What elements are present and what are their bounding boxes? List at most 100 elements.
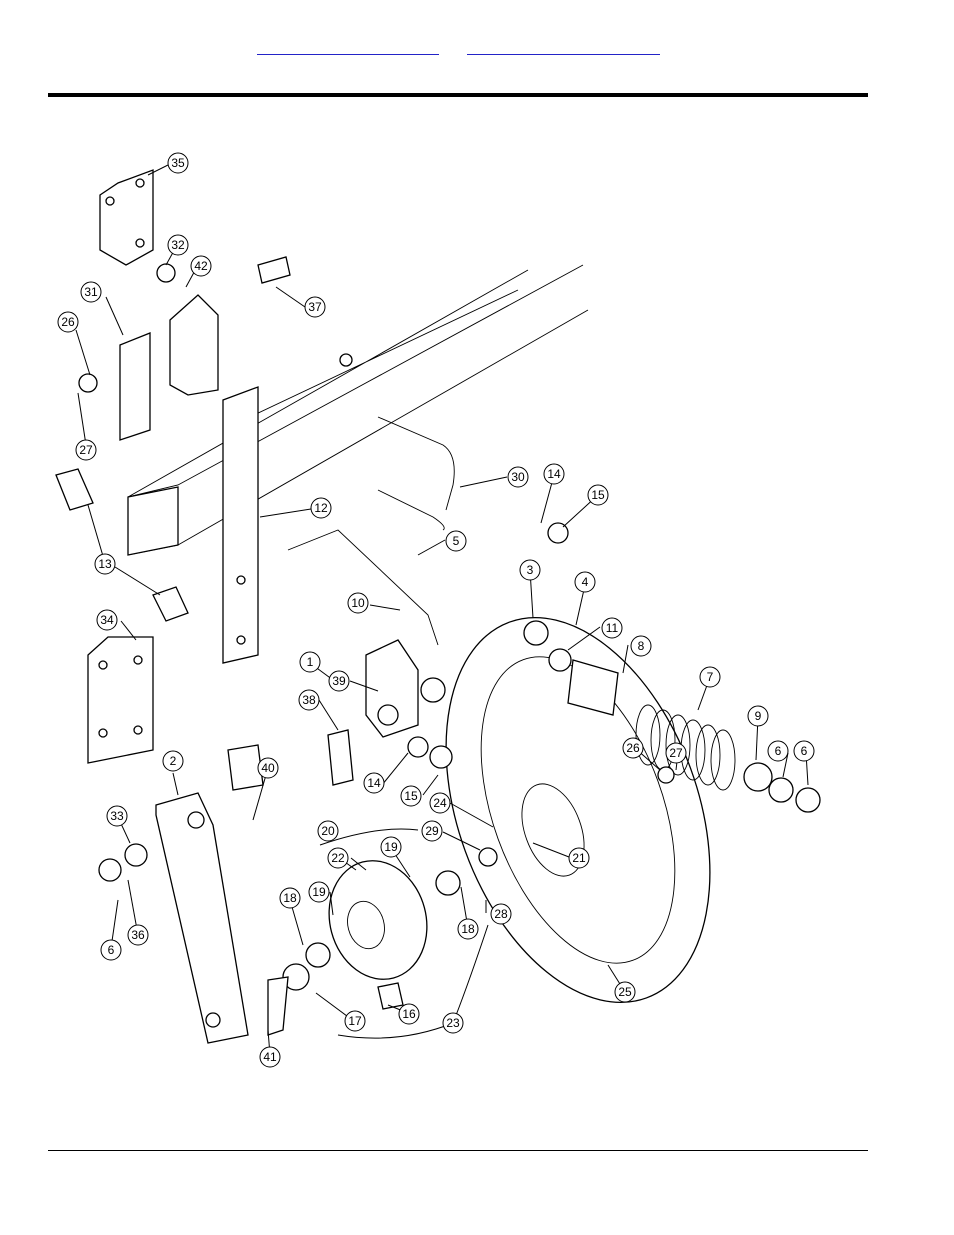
callout: 8 (630, 635, 652, 657)
svg-text:14: 14 (547, 467, 561, 481)
svg-text:14: 14 (367, 776, 381, 790)
callout: 6 (767, 740, 789, 762)
svg-text:6: 6 (775, 744, 782, 758)
callout: 2 (162, 750, 184, 772)
svg-text:10: 10 (351, 596, 365, 610)
callout: 4 (574, 571, 596, 593)
footer-rule (48, 1150, 868, 1151)
svg-text:11: 11 (606, 621, 619, 635)
callout: 30 (507, 466, 529, 488)
callout: 7 (699, 666, 721, 688)
svg-text:42: 42 (194, 259, 208, 273)
svg-text:20: 20 (321, 824, 335, 838)
svg-text:34: 34 (100, 613, 114, 627)
svg-text:13: 13 (98, 557, 112, 571)
callout: 42 (190, 255, 212, 277)
callout: 21 (568, 847, 590, 869)
parts-diagram: 35 32 42 37 31 26 27 30 14 15 12 13 5 10… (55, 152, 821, 1068)
svg-text:30: 30 (511, 470, 525, 484)
callout: 40 (257, 757, 279, 779)
callout: 18 (457, 918, 479, 940)
svg-text:23: 23 (446, 1016, 460, 1030)
svg-text:31: 31 (84, 285, 98, 299)
header-rule (48, 93, 868, 97)
svg-text:41: 41 (263, 1050, 277, 1064)
svg-text:7: 7 (707, 670, 714, 684)
callout: 14 (543, 463, 565, 485)
callout: 27 (75, 439, 97, 461)
callout: 24 (429, 792, 451, 814)
svg-text:27: 27 (79, 443, 93, 457)
svg-text:26: 26 (626, 741, 640, 755)
svg-text:28: 28 (494, 907, 508, 921)
svg-text:24: 24 (433, 796, 447, 810)
svg-text:21: 21 (572, 851, 586, 865)
callout: 38 (298, 689, 320, 711)
callout: 23 (442, 1012, 464, 1034)
callout: 26 (57, 311, 79, 333)
svg-text:3: 3 (527, 563, 534, 577)
svg-text:6: 6 (108, 943, 115, 957)
callout: 13 (94, 553, 116, 575)
callout: 5 (445, 530, 467, 552)
svg-text:40: 40 (261, 761, 275, 775)
callout: 19 (380, 836, 402, 858)
callouts: 35 32 42 37 31 26 27 30 14 15 12 13 5 10… (57, 152, 815, 1068)
svg-text:27: 27 (669, 746, 683, 760)
svg-text:2: 2 (170, 754, 177, 768)
callout: 1 (299, 651, 321, 673)
svg-text:37: 37 (308, 300, 322, 314)
svg-text:18: 18 (461, 922, 475, 936)
callout: 34 (96, 609, 118, 631)
svg-text:38: 38 (302, 693, 316, 707)
callout: 32 (167, 234, 189, 256)
svg-text:5: 5 (453, 534, 460, 548)
callout: 29 (421, 820, 443, 842)
callout: 11 (601, 617, 623, 639)
svg-text:9: 9 (755, 709, 762, 723)
svg-text:39: 39 (332, 674, 346, 688)
svg-text:19: 19 (312, 885, 326, 899)
svg-text:25: 25 (618, 985, 632, 999)
callout: 18 (279, 887, 301, 909)
callout: 33 (106, 805, 128, 827)
callout: 27 (665, 742, 687, 764)
callout: 10 (347, 592, 369, 614)
callout: 15 (587, 484, 609, 506)
callout: 16 (398, 1003, 420, 1025)
svg-text:18: 18 (283, 891, 297, 905)
callout: 31 (80, 281, 102, 303)
callout: 9 (747, 705, 769, 727)
svg-text:17: 17 (348, 1014, 362, 1028)
svg-text:4: 4 (582, 575, 589, 589)
nav-link-right[interactable] (467, 40, 660, 55)
svg-text:19: 19 (384, 840, 398, 854)
svg-text:16: 16 (402, 1007, 416, 1021)
callout: 25 (614, 981, 636, 1003)
callout: 3 (519, 559, 541, 581)
callout: 36 (127, 924, 149, 946)
callout: 12 (310, 497, 332, 519)
svg-text:32: 32 (171, 238, 185, 252)
callout: 37 (304, 296, 326, 318)
svg-text:1: 1 (307, 655, 314, 669)
callout: 22 (327, 847, 349, 869)
callout: 6 (100, 939, 122, 961)
svg-text:22: 22 (331, 851, 345, 865)
callout: 26 (622, 737, 644, 759)
leader-lines (75, 164, 809, 1056)
svg-text:36: 36 (131, 928, 145, 942)
nav-link-left[interactable] (257, 40, 439, 55)
callout: 15 (400, 785, 422, 807)
svg-text:26: 26 (61, 315, 75, 329)
callout: 19 (308, 881, 330, 903)
svg-text:8: 8 (638, 639, 645, 653)
callout: 6 (793, 740, 815, 762)
callout: 17 (344, 1010, 366, 1032)
svg-text:15: 15 (404, 789, 418, 803)
svg-text:15: 15 (591, 488, 605, 502)
callout: 41 (259, 1046, 281, 1068)
callout: 28 (490, 903, 512, 925)
callout: 14 (363, 772, 385, 794)
svg-text:35: 35 (171, 156, 185, 170)
